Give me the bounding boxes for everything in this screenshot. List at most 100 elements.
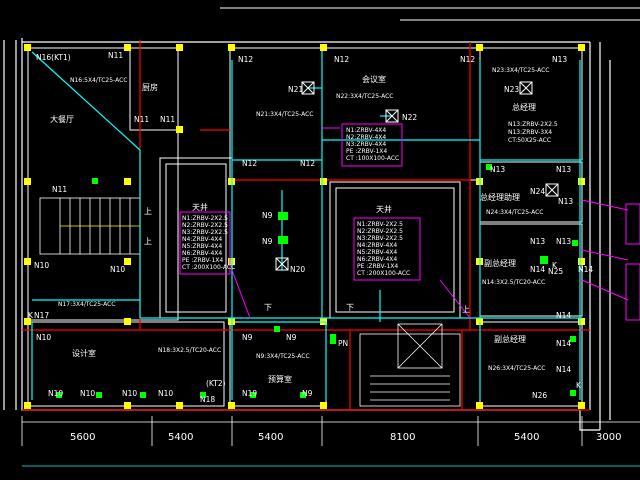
- column: [476, 44, 483, 51]
- node-n12-d: N12: [242, 159, 257, 168]
- node-n10-e: N10: [80, 389, 95, 398]
- node-n14-a: N14: [530, 265, 545, 274]
- dim-4: 8100: [390, 432, 415, 443]
- node-n12-b: N12: [334, 55, 349, 64]
- room-kitchen: 厨房: [142, 82, 158, 92]
- box-meeting: [341, 123, 403, 167]
- node-kt2: (KT2): [206, 379, 226, 388]
- node-n14-b: N14: [578, 265, 593, 274]
- node-n10-a: N10: [34, 261, 49, 270]
- box-meeting-line: N2:ZRBV-4X4: [346, 134, 386, 141]
- box-meeting-text: N1:ZRBV-4X4 N2:ZRBV-4X4 N3:ZRBV-4X4 PE :…: [346, 127, 399, 162]
- node-n10-c: N10: [36, 333, 51, 342]
- column: [124, 258, 131, 265]
- node-n22: N22: [402, 113, 417, 122]
- room-big-restaurant: 大餐厅: [50, 114, 74, 124]
- column: [124, 318, 131, 325]
- dim-2: 5400: [168, 432, 193, 443]
- node-n10-g: N10: [158, 389, 173, 398]
- node-pn: PN: [338, 339, 348, 348]
- node-n20: N20: [290, 265, 305, 274]
- cable-n26: N26:3X4/TC25-ACC: [488, 365, 545, 372]
- column: [124, 44, 131, 51]
- column: [578, 318, 585, 325]
- node-n12-a: N12: [238, 55, 253, 64]
- node-n23: N23: [504, 85, 519, 94]
- node-n10-b: N10: [110, 265, 125, 274]
- cable-n18: N18:3X2.5/TC20-ACC: [158, 347, 221, 354]
- junction-n22: [385, 109, 399, 123]
- box-meeting-line: CT :100X100-ACC: [346, 155, 399, 162]
- title-rules: [220, 7, 640, 21]
- box-left: [179, 211, 231, 275]
- box-right-text: N1:ZRBV-2X2.5 N2:ZRBV-2X2.5 N3:ZRBV-2X2.…: [357, 221, 410, 277]
- column: [176, 402, 183, 409]
- node-n13-c: N13: [556, 165, 571, 174]
- dim-6: 3000: [596, 432, 621, 443]
- box-meeting-line: PE :ZRBV-1X4: [346, 148, 387, 155]
- cable-n17: N17:3X4/TC25-ACC: [58, 301, 115, 308]
- node-n16: N16(KT1): [36, 53, 71, 62]
- column: [24, 44, 31, 51]
- column: [24, 318, 31, 325]
- column: [578, 258, 585, 265]
- column: [228, 402, 235, 409]
- column: [578, 44, 585, 51]
- stair-down-2: 下: [346, 303, 354, 312]
- stair-up-1: 上: [144, 207, 152, 216]
- column: [24, 258, 31, 265]
- column: [578, 402, 585, 409]
- cable-n14: N14:3X2.5/TC20-ACC: [482, 279, 545, 286]
- junction-n24: [545, 183, 559, 197]
- cable-n13-2: N13:ZRBV-3X4: [508, 129, 552, 136]
- column: [578, 178, 585, 185]
- node-n19: N19: [242, 389, 257, 398]
- box-left-line: CT :200X100-ACC: [182, 264, 235, 271]
- column: [476, 402, 483, 409]
- room-gm-assistant: 总经理助理: [480, 192, 520, 202]
- box-right-line: N6:ZRBV-4X4: [357, 256, 397, 263]
- node-n12-e: N12: [300, 159, 315, 168]
- dim-1: 5600: [70, 432, 95, 443]
- stair-up-2: 上: [144, 237, 152, 246]
- room-meeting: 会议室: [362, 74, 386, 84]
- node-n10-d: N10: [48, 389, 63, 398]
- sockets: [56, 164, 578, 398]
- node-n11-c: N11: [160, 115, 175, 124]
- box-right-line: N4:ZRBV-4X4: [357, 242, 397, 249]
- node-n18: N18: [200, 395, 215, 404]
- node-n11-a: N11: [108, 51, 123, 60]
- junction-n23: [519, 81, 533, 95]
- box-left-line: PE :ZRBV-1X4: [182, 257, 223, 264]
- cable-n24: N24:3X4/TC25-ACC: [486, 209, 543, 216]
- node-n9-b: N9: [262, 237, 273, 246]
- dim-5: 5400: [514, 432, 539, 443]
- box-left-line: N6:ZRBV-4X4: [182, 250, 222, 257]
- column: [228, 44, 235, 51]
- cable-n13-1: N13:ZRBV-2X2.5: [508, 121, 558, 128]
- node-n21: N21: [288, 85, 303, 94]
- node-k-1: K: [28, 311, 34, 320]
- room-deputy-gm-1: 副总经理: [484, 258, 516, 268]
- room-design: 设计室: [72, 348, 96, 358]
- dim-3: 5400: [258, 432, 283, 443]
- stair-down-1: 下: [264, 303, 272, 312]
- node-n13-f: N13: [556, 237, 571, 246]
- node-n14-c: N14: [556, 311, 571, 320]
- node-k-3: K: [576, 381, 582, 390]
- node-n26: N26: [532, 391, 547, 400]
- box-right-line: N1:ZRBV-2X2.5: [357, 221, 403, 228]
- node-n9-a: N9: [262, 211, 273, 220]
- node-k-2: K: [552, 261, 558, 270]
- room-general-manager: 总经理: [512, 102, 536, 112]
- cable-n21: N21:3X4/TC25-ACC: [256, 111, 313, 118]
- dimension-line: [21, 416, 640, 467]
- box-meeting-line: N3:ZRBV-4X4: [346, 141, 386, 148]
- box-right-line: N2:ZRBV-2X2.5: [357, 228, 403, 235]
- box-left-line: N5:ZRBV-4X4: [182, 243, 222, 250]
- node-n25: N25: [548, 267, 563, 276]
- staircase-left: [39, 197, 141, 255]
- column: [320, 178, 327, 185]
- column: [124, 178, 131, 185]
